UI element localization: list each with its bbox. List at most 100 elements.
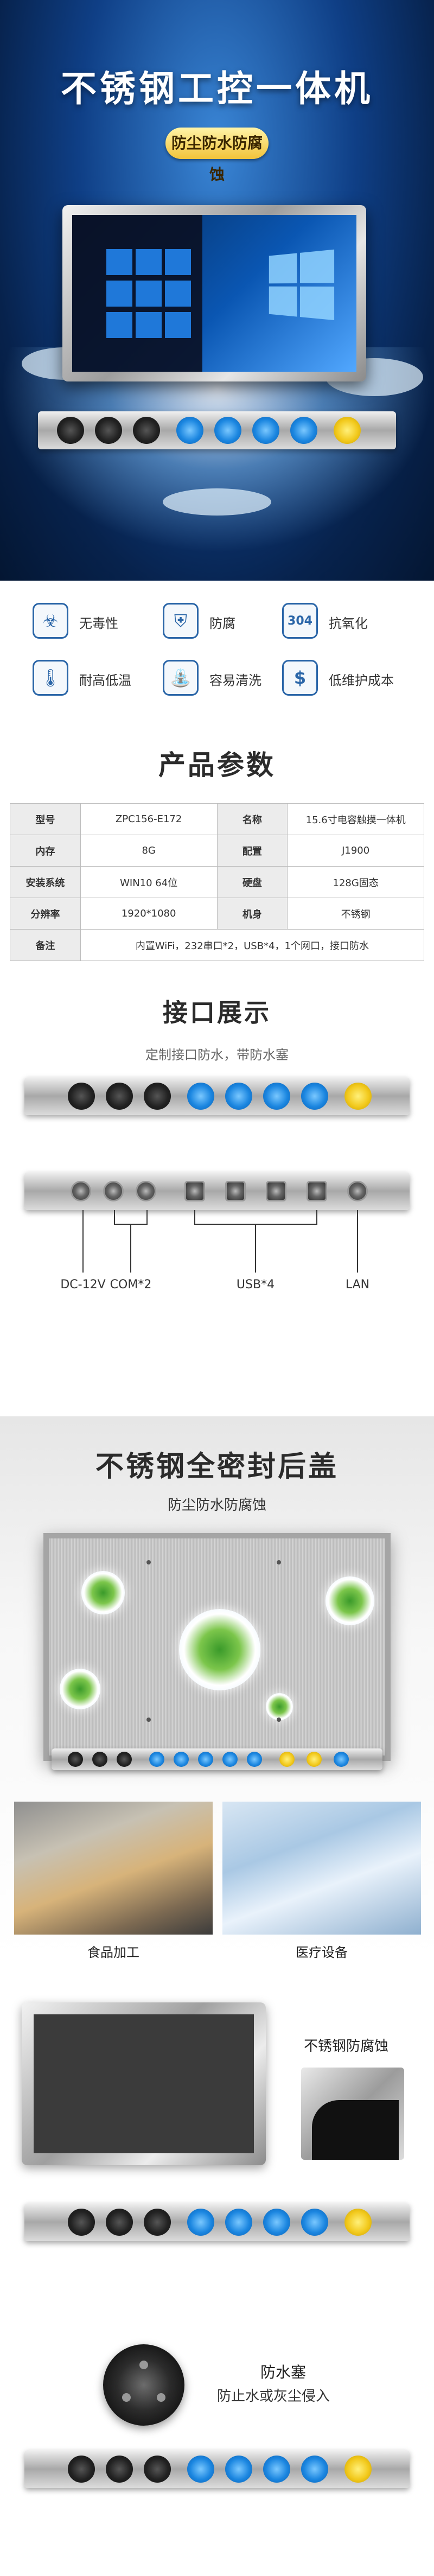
blue-plug-icon (301, 2209, 328, 2236)
label-dc: DC-12V (60, 1278, 106, 1292)
yellow-plug-icon (344, 2209, 372, 2236)
corner-closeup-image (301, 2068, 404, 2160)
leader-line (255, 1224, 256, 1273)
usb-port-icon (307, 1181, 327, 1201)
shield-check-icon: ⛨ (163, 603, 199, 639)
feature-item: ⛨ 防腐 (163, 600, 293, 643)
table-row: 分辨率 1920*1080 机身 不锈钢 (10, 898, 424, 930)
yellow-plug-icon (344, 2456, 372, 2483)
label-com: COM*2 (110, 1278, 152, 1292)
connector-bar-capped (24, 1077, 410, 1115)
interface-title: 接口展示 (163, 998, 271, 1027)
feature-label: 无毒性 (79, 616, 118, 631)
connector-bar (24, 2450, 410, 2488)
feature-label: 低维护成本 (329, 673, 394, 688)
connector-bar-small (52, 1748, 382, 1770)
blue-plug-icon (176, 417, 203, 444)
hero-section: 不锈钢工控一体机 防尘防水防腐蚀 (0, 0, 434, 581)
shield-icon: ☣ (33, 603, 68, 639)
bacteria-icon (81, 1571, 125, 1614)
table-row: 安装系统 WIN10 64位 硬盘 128G固态 (10, 866, 424, 898)
detail-section: 不锈钢防腐蚀 (0, 1959, 434, 2323)
leader-line (114, 1210, 115, 1224)
screw (146, 1560, 151, 1564)
screw (277, 1560, 281, 1564)
blue-plug-icon (301, 2456, 328, 2483)
windows-logo-icon (269, 249, 337, 321)
yellow-plug-icon (334, 417, 361, 444)
usb-port-icon (225, 1181, 246, 1201)
leader-line (130, 1224, 131, 1273)
monitor-screen (72, 215, 356, 372)
water-drop (163, 488, 271, 516)
feature-label: 防腐 (209, 616, 235, 631)
blue-plug-icon (263, 1083, 290, 1110)
304-badge-icon: 304 (282, 603, 318, 639)
blue-plug-icon (225, 2209, 252, 2236)
leader-line (82, 1210, 84, 1273)
black-plug-icon (57, 417, 84, 444)
hero-title: 不锈钢工控一体机 (61, 68, 373, 110)
leader-line (357, 1210, 358, 1273)
monitor-screen-off (34, 2014, 254, 2153)
connector-bar-open (24, 1172, 410, 1210)
label-usb: USB*4 (236, 1278, 275, 1292)
blue-plug-icon (187, 2456, 214, 2483)
seal-subtitle: 防尘防水防腐蚀 (167, 1497, 266, 1513)
hero-badge: 防尘防水防腐蚀 (165, 128, 269, 183)
usb-port-icon (266, 1181, 286, 1201)
dc-port-icon (71, 1181, 91, 1201)
black-plug-icon (106, 2209, 133, 2236)
feature-item: 304 抗氧化 (282, 600, 412, 643)
blue-plug-icon (187, 1083, 214, 1110)
feature-item: 🌡 耐高低温 (33, 657, 163, 700)
feature-item: ⛲ 容易清洗 (163, 657, 293, 700)
table-row: 备注 内置WiFi，232串口*2，USB*4，1个网口，接口防水 (10, 929, 425, 961)
screw (146, 1718, 151, 1722)
lan-port-icon (347, 1181, 368, 1201)
feature-label: 耐高低温 (79, 673, 131, 688)
connector-bar (38, 411, 396, 449)
blue-plug-icon (252, 417, 279, 444)
bacteria-icon (60, 1669, 100, 1709)
blue-plug-icon (290, 417, 317, 444)
medical-equipment-photo (222, 1802, 421, 1935)
label-lan: LAN (345, 1278, 370, 1292)
blue-plug-icon (214, 417, 241, 444)
start-menu (72, 215, 202, 372)
detail-label: 不锈钢防腐蚀 (304, 2038, 389, 2055)
usb-port-icon (184, 1181, 205, 1201)
feature-item: $ 低维护成本 (282, 657, 412, 700)
bacteria-icon (326, 1576, 374, 1625)
blue-plug-icon (225, 1083, 252, 1110)
leader-line (316, 1210, 317, 1224)
seal-section: 不锈钢全密封后盖 防尘防水防腐蚀 食品 (0, 1416, 434, 1959)
black-plug-icon (68, 1083, 95, 1110)
params-section: 产品参数 型号 ZPC156-E172 名称 15.6寸电容触摸一体机 内存 8… (0, 722, 434, 993)
black-plug-icon (144, 2209, 171, 2236)
yellow-plug-icon (344, 1083, 372, 1110)
black-plug-icon (95, 417, 122, 444)
bacteria-icon (266, 1693, 293, 1720)
com-port-icon (103, 1181, 124, 1201)
waterproof-title: 防水塞 (260, 2363, 307, 2381)
spec-table: 型号 ZPC156-E172 名称 15.6寸电容触摸一体机 内存 8G 配置 … (10, 803, 425, 961)
feature-item: ☣ 无毒性 (33, 600, 163, 643)
blue-plug-icon (263, 2456, 290, 2483)
blue-plug-icon (225, 2456, 252, 2483)
feature-label: 抗氧化 (329, 616, 368, 631)
hero-monitor-image (62, 205, 366, 381)
black-plug-icon (133, 417, 160, 444)
blue-plug-icon (301, 1083, 328, 1110)
connector-bar (24, 2203, 410, 2241)
seal-title: 不锈钢全密封后盖 (95, 1451, 339, 1483)
leader-line (194, 1210, 195, 1224)
blue-plug-icon (187, 2209, 214, 2236)
black-plug-icon (68, 2209, 95, 2236)
coins-icon: $ (282, 660, 318, 696)
interface-subtitle: 定制接口防水，带防水塞 (145, 1047, 289, 1063)
blue-plug-icon (263, 2209, 290, 2236)
features-section: ☣ 无毒性 ⛨ 防腐 304 抗氧化 🌡 耐高低温 ⛲ 容易清洗 $ 低维护成本 (0, 581, 434, 722)
black-plug-icon (68, 2456, 95, 2483)
bacteria-icon (179, 1609, 260, 1690)
